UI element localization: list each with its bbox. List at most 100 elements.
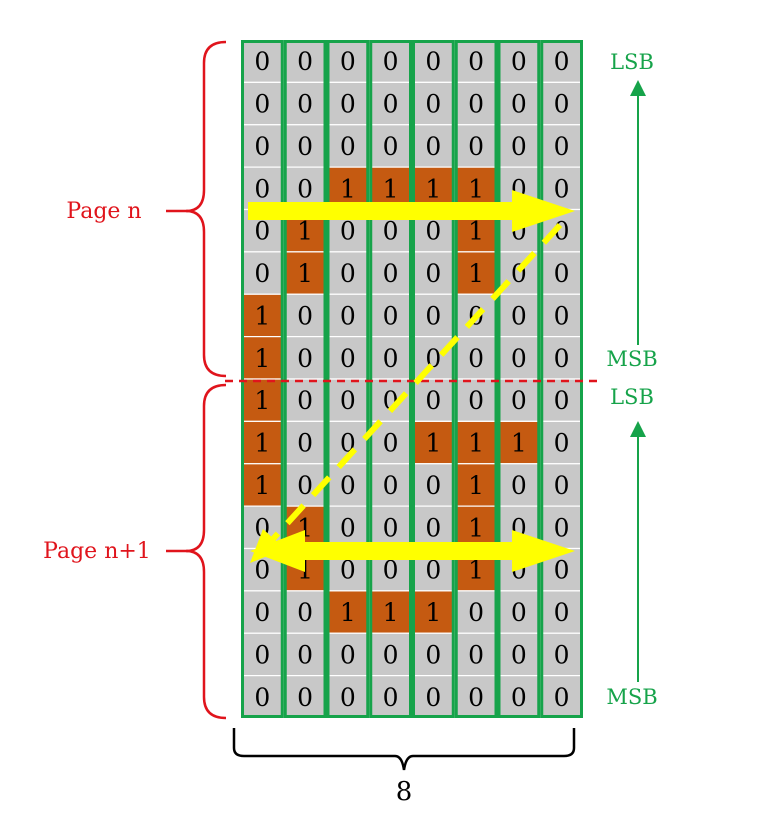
grid-cell: 1 xyxy=(454,251,499,295)
bit-value: 0 xyxy=(554,429,570,458)
grid-cell: 0 xyxy=(411,463,456,507)
bit-cell-zero xyxy=(496,124,541,168)
grid-cell: 0 xyxy=(539,166,584,211)
bit-value: 0 xyxy=(511,344,527,373)
column-border xyxy=(241,40,284,718)
bit-value: 0 xyxy=(511,640,527,669)
bit-value: 0 xyxy=(554,90,570,119)
bit-cell-zero xyxy=(325,675,370,719)
bit-value: 0 xyxy=(425,683,441,712)
bit-value: 0 xyxy=(554,47,570,76)
bit-value: 0 xyxy=(254,90,270,119)
grid-cell: 0 xyxy=(539,505,584,550)
grid-cell: 0 xyxy=(454,675,499,719)
grid-cell: 0 xyxy=(283,675,328,719)
bit-value: 0 xyxy=(468,47,484,76)
page-n-scan-arrowhead xyxy=(512,190,575,232)
bit-value: 0 xyxy=(297,132,313,161)
bit-cell-one xyxy=(454,420,499,465)
bit-cell-zero xyxy=(283,675,328,719)
bit-value: 0 xyxy=(340,640,356,669)
bit-cell-zero xyxy=(411,632,456,677)
grid-cell: 1 xyxy=(411,590,456,634)
grid-cell: 0 xyxy=(240,39,285,83)
bit-value: 0 xyxy=(554,132,570,161)
bit-cell-zero xyxy=(539,675,584,719)
bit-cell-zero xyxy=(411,463,456,507)
bit-value: 0 xyxy=(425,132,441,161)
column-border xyxy=(540,40,583,718)
column-border xyxy=(369,40,412,718)
column-border xyxy=(454,40,498,718)
grid-cell: 0 xyxy=(283,124,328,168)
bit-cell-zero xyxy=(539,293,584,338)
grid-cell: 0 xyxy=(539,251,584,295)
grid-cell: 0 xyxy=(496,81,541,126)
grid-cell: 0 xyxy=(283,420,328,465)
column-border xyxy=(283,40,327,718)
bit-cell-one xyxy=(240,336,285,380)
bit-value: 1 xyxy=(511,429,527,458)
grid-cell: 1 xyxy=(240,420,285,465)
grid-cell: 0 xyxy=(496,336,541,380)
grid-cell: 0 xyxy=(325,39,370,83)
grid-cell: 0 xyxy=(539,293,584,338)
grid-cell: 0 xyxy=(496,39,541,83)
column-border xyxy=(412,40,455,718)
bit-value: 0 xyxy=(468,386,484,415)
grid-cell: 1 xyxy=(454,463,499,507)
byte-width-brace xyxy=(232,728,576,771)
grid-cell: 0 xyxy=(496,124,541,168)
bit-cell-zero xyxy=(240,590,285,634)
bit-cell-zero xyxy=(325,463,370,507)
column-borders xyxy=(241,40,583,718)
bit-value: 1 xyxy=(383,598,399,627)
grid-cell: 0 xyxy=(283,632,328,677)
grid-cell: 0 xyxy=(283,378,328,422)
bit-cell-zero xyxy=(411,81,456,126)
grid-cell: 0 xyxy=(240,632,285,677)
bit-value: 0 xyxy=(254,640,270,669)
bit-cell-zero xyxy=(454,81,499,126)
grid-cell: 0 xyxy=(325,81,370,126)
bit-cell-zero xyxy=(368,505,413,550)
page-n-brace xyxy=(185,40,227,378)
grid-cell: 0 xyxy=(454,336,499,380)
bit-value: 0 xyxy=(340,132,356,161)
grid-cell: 1 xyxy=(368,590,413,634)
page-n-lsb-label: LSB xyxy=(610,50,654,74)
column-border xyxy=(497,40,541,718)
grid-cell: 0 xyxy=(325,293,370,338)
bit-value: 1 xyxy=(468,174,484,203)
bit-value: 0 xyxy=(297,301,313,330)
grid-cell: 0 xyxy=(496,378,541,422)
grid-cell: 1 xyxy=(454,420,499,465)
bit-value: 0 xyxy=(554,556,570,585)
bit-cell-zero xyxy=(368,251,413,295)
grid-cell: 0 xyxy=(325,336,370,380)
bit-value: 0 xyxy=(383,90,399,119)
bit-value: 0 xyxy=(425,90,441,119)
grid-cell: 0 xyxy=(496,632,541,677)
bit-value: 1 xyxy=(340,598,356,627)
grid-cell: 0 xyxy=(539,463,584,507)
grid-cell: 0 xyxy=(539,420,584,465)
bit-value: 0 xyxy=(340,556,356,585)
bit-cell-zero xyxy=(283,378,328,422)
bit-cell-zero xyxy=(325,39,370,83)
bit-value: 0 xyxy=(254,132,270,161)
bit-value: 0 xyxy=(554,386,570,415)
bit-value: 0 xyxy=(340,344,356,373)
bit-value: 0 xyxy=(554,301,570,330)
bit-value: 0 xyxy=(340,683,356,712)
bit-value: 0 xyxy=(383,683,399,712)
bit-value: 0 xyxy=(297,683,313,712)
grid-cell: 0 xyxy=(325,378,370,422)
column-border xyxy=(326,40,370,718)
bit-value: 0 xyxy=(254,598,270,627)
bit-value: 0 xyxy=(254,556,270,585)
bit-value: 0 xyxy=(511,90,527,119)
bit-value: 0 xyxy=(383,47,399,76)
